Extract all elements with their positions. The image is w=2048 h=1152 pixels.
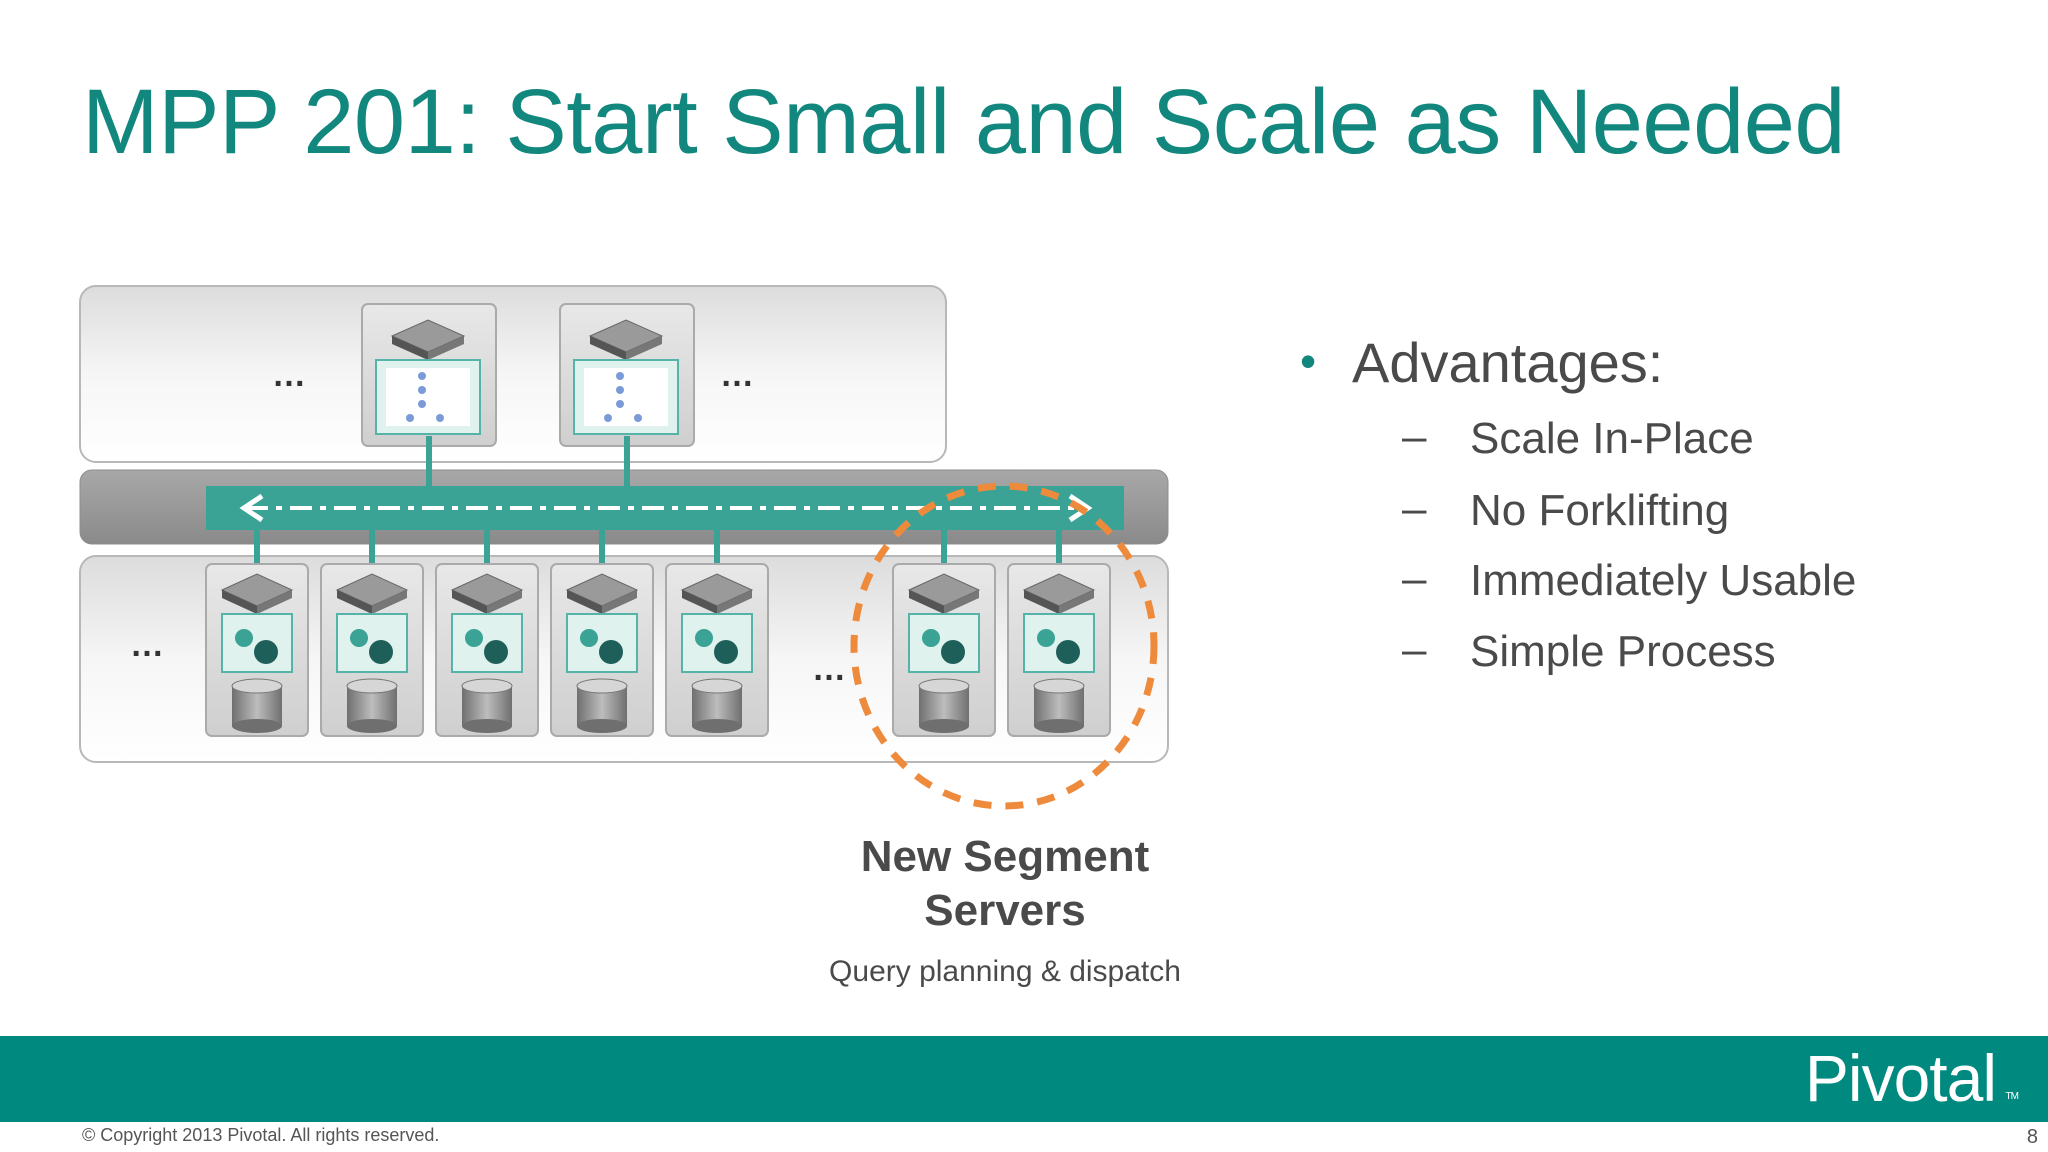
segment-server [892, 530, 996, 737]
segment-server [665, 530, 769, 737]
segment-server [550, 530, 654, 737]
caption-subtitle: Query planning & dispatch [829, 955, 1181, 988]
segment-ellipsis-mid: … [812, 650, 846, 688]
disk-icon [576, 678, 628, 733]
gear-icon [580, 629, 598, 647]
gear-icon [254, 640, 278, 664]
segment-server [205, 530, 309, 737]
disk-icon [346, 678, 398, 733]
gear-icon [1037, 629, 1055, 647]
gear-icon [484, 640, 508, 664]
master-tier-panel [79, 285, 947, 463]
gear-icon [941, 640, 965, 664]
segment-server [435, 530, 539, 737]
segment-server [320, 530, 424, 737]
new-servers-highlight [850, 482, 1158, 810]
slide-title: MPP 201: Start Small and Scale as Needed [82, 71, 1846, 173]
disk-icon [691, 678, 743, 733]
disk-icon [231, 678, 283, 733]
disk-icon [461, 678, 513, 733]
gear-icon [922, 629, 940, 647]
gear-icon [695, 629, 713, 647]
page-number: 8 [2026, 1126, 2038, 1148]
gear-icon [1056, 640, 1080, 664]
gear-icon [599, 640, 623, 664]
bullet-icon: • [1300, 335, 1317, 387]
master-server-standby [559, 303, 695, 447]
gear-icon [714, 640, 738, 664]
copyright-text: © Copyright 2013 Pivotal. All rights res… [82, 1125, 440, 1145]
segment-ellipsis-left: … [130, 626, 164, 664]
gear-icon [350, 629, 368, 647]
master-ellipsis-left: … [272, 356, 306, 394]
disk-icon [1033, 678, 1085, 733]
gear-icon [235, 629, 253, 647]
arrow-right-icon [1068, 493, 1093, 523]
segment-server [1007, 530, 1111, 737]
gear-icon [465, 629, 483, 647]
master-server [361, 303, 497, 447]
master-ellipsis-right: … [720, 356, 754, 394]
new-segment-caption: New Segment Servers [860, 832, 1150, 935]
disk-icon [918, 678, 970, 733]
gear-icon [369, 640, 393, 664]
footer-bar: Pivotal TM [0, 1036, 2048, 1122]
pivotal-logo: Pivotal TM [1804, 1041, 2019, 1115]
arrow-left-icon [239, 493, 264, 523]
